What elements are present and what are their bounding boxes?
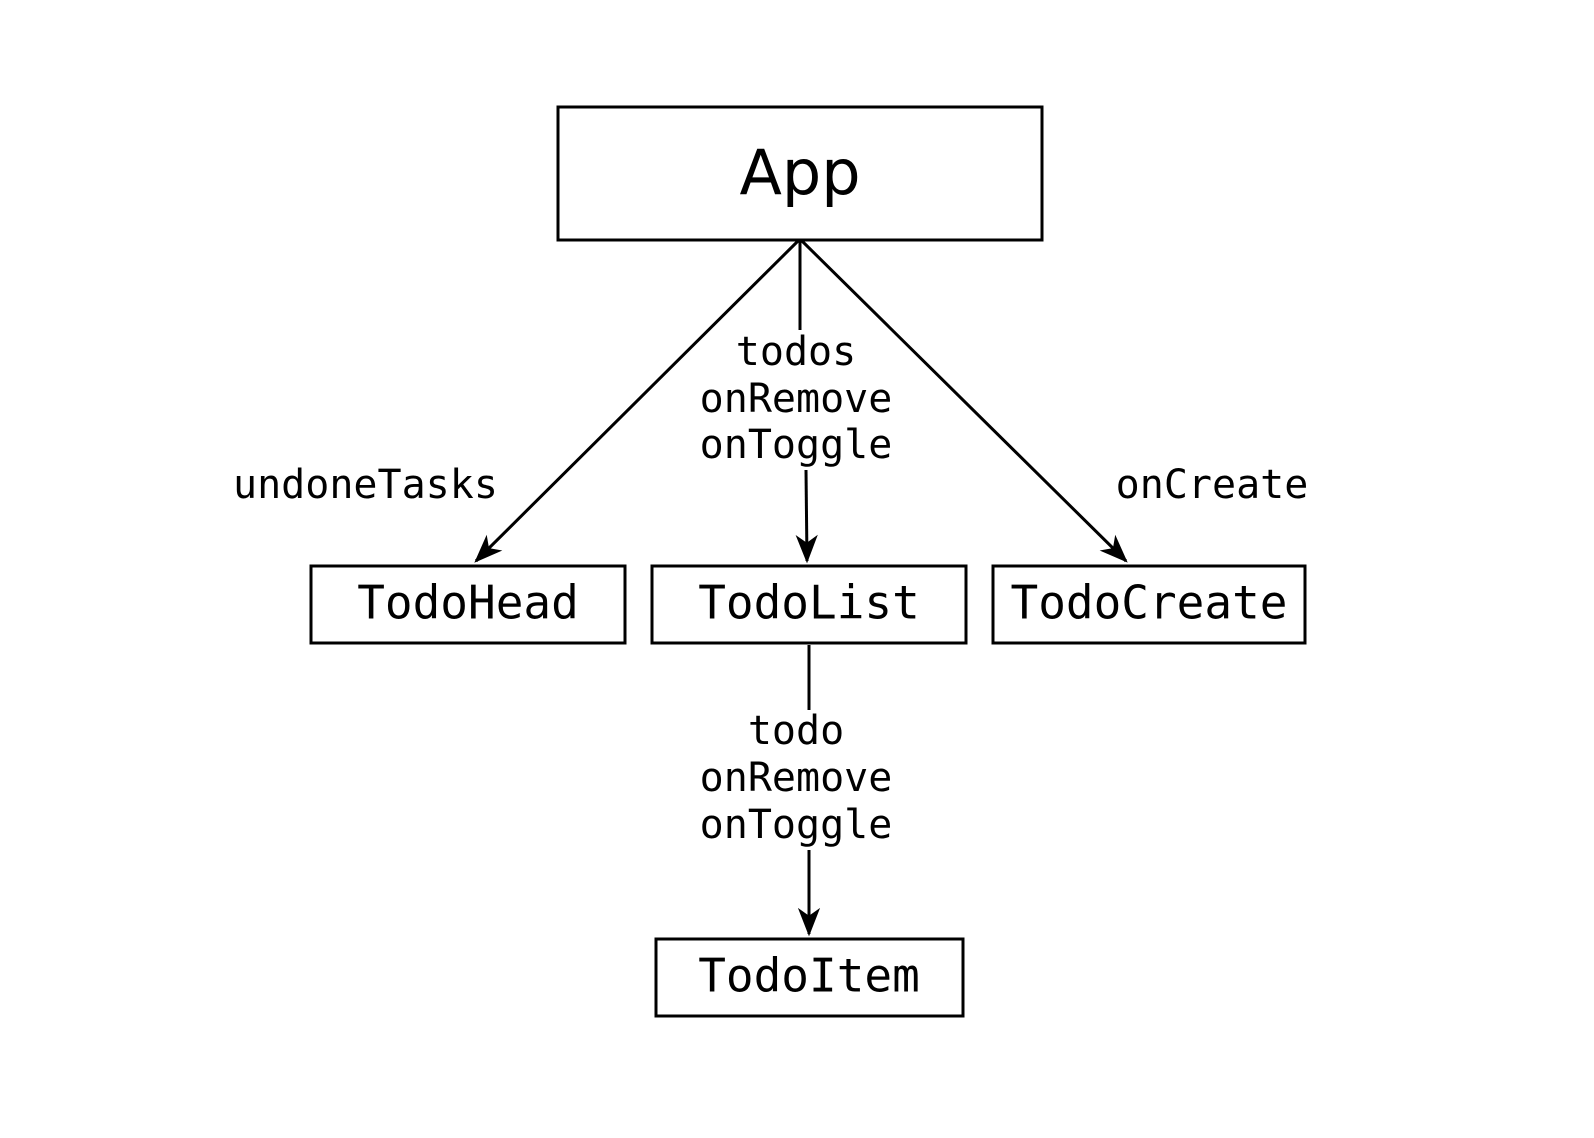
edge-app-to-todohead: undoneTasks [233, 239, 800, 563]
node-label-todoitem: TodoItem [698, 949, 920, 1003]
edge-label-todo: todo [748, 708, 844, 754]
edge-line-app-todolist-lower [795, 469, 818, 564]
edge-app-to-todocreate: onCreate [800, 239, 1309, 563]
node-app[interactable]: App [556, 105, 1044, 242]
edge-label-todos: todos [736, 329, 856, 375]
edge-app-to-todolist: todos onRemove onToggle [700, 241, 893, 564]
node-box-todolist[interactable] [650, 564, 968, 645]
edge-todolist-to-todoitem: todo onRemove onToggle [700, 645, 893, 937]
node-box-app[interactable] [556, 105, 1044, 242]
node-box-todohead[interactable] [309, 564, 627, 645]
node-label-todolist: TodoList [698, 576, 920, 630]
edge-label-on-create: onCreate [1116, 462, 1309, 508]
edge-label-on-toggle-bottom: onToggle [700, 802, 893, 848]
node-box-todocreate[interactable] [991, 564, 1307, 645]
edge-label-on-remove-top: onRemove [700, 376, 893, 422]
edge-label-on-remove-bottom: onRemove [700, 755, 893, 801]
node-todohead[interactable]: TodoHead [309, 564, 627, 645]
node-todoitem[interactable]: TodoItem [654, 937, 965, 1018]
node-label-todocreate: TodoCreate [1011, 576, 1288, 630]
node-todocreate[interactable]: TodoCreate [991, 564, 1307, 645]
node-label-app: App [739, 136, 860, 209]
edge-label-undone-tasks: undoneTasks [233, 462, 498, 508]
edge-label-on-toggle-top: onToggle [700, 422, 893, 468]
edge-line-app-todocreate [800, 239, 1128, 563]
node-todolist[interactable]: TodoList [650, 564, 968, 645]
edge-line-app-todohead [474, 239, 800, 563]
node-label-todohead: TodoHead [357, 576, 579, 630]
node-box-todoitem[interactable] [654, 937, 965, 1018]
